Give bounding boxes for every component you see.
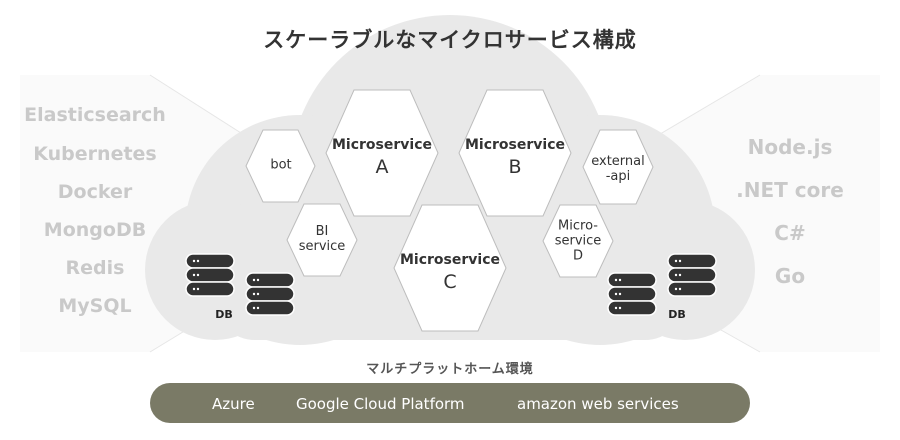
service-microservice-d: Micro- service D xyxy=(554,218,602,265)
service-bi-line2: service xyxy=(298,239,346,254)
service-a-letter: A xyxy=(375,156,389,179)
db-stack-left-1 xyxy=(185,253,235,297)
db-stack-left-2 xyxy=(245,272,295,316)
db-stack-right-1 xyxy=(607,272,657,316)
tech-redis: Redis xyxy=(65,257,125,279)
tech-mongodb: MongoDB xyxy=(43,219,147,241)
hex-microservice-d xyxy=(542,204,614,278)
service-microservice-c: Microservice C xyxy=(400,252,500,294)
service-d-line3: D xyxy=(572,248,584,264)
service-b-letter: B xyxy=(508,156,522,179)
service-microservice-b: Microservice B xyxy=(465,137,565,179)
tech-mysql: MySQL xyxy=(58,295,132,317)
service-bi-line1: BI xyxy=(315,224,329,240)
db-stack-dots xyxy=(192,259,682,310)
hex-external-api xyxy=(582,129,654,205)
service-external-api: external -api xyxy=(591,154,645,185)
diagram-title: スケーラブルなマイクロサービス構成 xyxy=(263,28,637,52)
service-b-name: Microservice xyxy=(464,137,566,154)
db-stack-right-2 xyxy=(667,253,717,297)
hex-microservice-b xyxy=(458,89,572,217)
hex-microservice-a xyxy=(325,89,439,217)
service-c-name: Microservice xyxy=(399,252,501,269)
hex-bot xyxy=(245,129,316,203)
hex-microservice-c xyxy=(393,204,507,332)
service-a-name: Microservice xyxy=(331,137,433,154)
tech-dotnet-core: .NET core xyxy=(736,178,844,202)
service-d-line1: Micro- xyxy=(558,218,598,234)
service-bot-label: bot xyxy=(270,157,292,173)
service-c-letter: C xyxy=(443,271,457,294)
db-label-left: DB xyxy=(215,308,233,321)
tech-go: Go xyxy=(774,264,806,288)
platform-google-cloud: Google Cloud Platform xyxy=(296,395,465,413)
service-bi: BI service xyxy=(298,224,346,255)
tech-docker: Docker xyxy=(57,181,133,203)
tech-csharp: C# xyxy=(774,221,806,245)
tech-elasticsearch: Elasticsearch xyxy=(24,104,166,126)
tech-nodejs: Node.js xyxy=(747,135,833,159)
platform-azure: Azure xyxy=(212,395,255,413)
service-microservice-a: Microservice A xyxy=(332,137,432,179)
platform-aws: amazon web services xyxy=(517,395,679,413)
platform-bar: Azure Google Cloud Platform amazon web s… xyxy=(150,383,750,423)
hex-bi-service xyxy=(286,203,358,277)
multiplatform-title: マルチプラットホーム環境 xyxy=(366,362,534,377)
service-external-api-line2: -api xyxy=(605,169,631,184)
service-external-api-line1: external xyxy=(591,154,645,170)
tech-kubernetes: Kubernetes xyxy=(33,143,157,165)
service-d-line2: service xyxy=(554,233,602,249)
service-bot: bot xyxy=(270,157,292,174)
db-label-right: DB xyxy=(668,308,686,321)
